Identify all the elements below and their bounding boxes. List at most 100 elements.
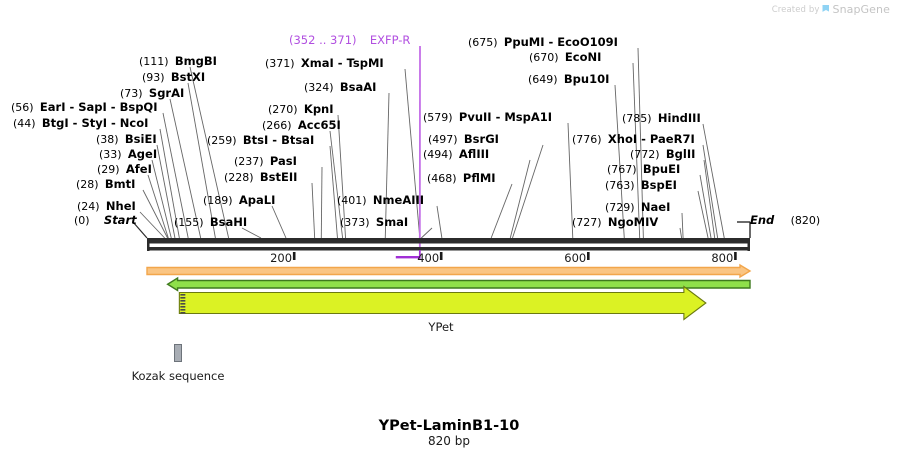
sequence-backbone — [147, 238, 750, 251]
terminal-start: (0) Start — [74, 214, 137, 228]
enzyme-name: PvuII - MspA1I — [458, 110, 553, 124]
enzyme-name: ApaLI — [238, 193, 276, 207]
enzyme-label-nmeaiii[interactable]: (401) NmeAIII — [337, 193, 425, 208]
enzyme-name: NheI — [105, 199, 136, 213]
enzyme-position: (28) — [76, 178, 99, 191]
snapgene-flag-icon — [822, 5, 830, 12]
enzyme-name: XhoI - PaeR7I — [607, 132, 695, 146]
feature-orange-track[interactable] — [146, 263, 752, 279]
enzyme-label-bsahi[interactable]: (155) BsaHI — [174, 216, 247, 230]
enzyme-label-acc65i[interactable]: (266) Acc65I — [262, 118, 341, 133]
terminal-end: End (820) — [750, 213, 821, 228]
enzyme-name: AfeI — [125, 162, 152, 176]
enzyme-label-econi[interactable]: (670) EcoNI — [529, 50, 602, 65]
construct-title: YPet-LaminB1-10 — [378, 418, 520, 434]
enzyme-label-btsi[interactable]: (259) BtsI - BtsaI — [207, 133, 315, 148]
enzyme-position: (373) — [340, 216, 370, 229]
enzyme-label-xmai[interactable]: (371) XmaI - TspMI — [265, 56, 384, 71]
enzyme-name: BspEI — [640, 178, 677, 192]
ruler-tick-label-400: 400 — [417, 251, 440, 265]
enzyme-name: KpnI — [303, 102, 334, 116]
enzyme-name: BpuEI — [642, 162, 681, 176]
terminal-end-label: End — [750, 213, 775, 227]
enzyme-label-bsrgi[interactable]: (497) BsrGI — [428, 133, 499, 147]
enzyme-label-nhei[interactable]: (24) NheI — [77, 199, 136, 214]
enzyme-label-agei[interactable]: (33) AgeI — [99, 148, 157, 162]
enzyme-label-pasi[interactable]: (237) PasI — [234, 154, 297, 169]
enzyme-name: BtgI - StyI - NcoI — [41, 116, 149, 130]
enzyme-position: (401) — [337, 194, 367, 207]
kozak-swatch-icon — [174, 344, 182, 362]
enzyme-position: (670) — [529, 51, 559, 64]
enzyme-name: Bpu10I — [563, 72, 610, 86]
primer-name-label: EXFP-R — [369, 33, 411, 47]
enzyme-label-afliii[interactable]: (494) AflIII — [423, 148, 489, 162]
enzyme-name: XmaI - TspMI — [300, 56, 384, 70]
terminal-end-position: (820) — [790, 214, 821, 227]
primer-label-exfp-r[interactable]: (352 .. 371) EXFP-R — [289, 34, 410, 47]
enzyme-label-pvuii[interactable]: (579) PvuII - MspA1I — [423, 110, 553, 125]
enzyme-label-bpu10i[interactable]: (649) Bpu10I — [528, 72, 610, 87]
enzyme-name: BstEII — [259, 170, 298, 184]
enzyme-position: (228) — [224, 171, 254, 184]
enzyme-position: (38) — [96, 133, 119, 146]
enzyme-label-bsteii[interactable]: (228) BstEII — [224, 170, 298, 185]
enzyme-label-naei[interactable]: (729) NaeI — [605, 200, 671, 215]
enzyme-name: SmaI — [375, 215, 409, 229]
terminal-start-position: (0) — [74, 214, 90, 227]
enzyme-position: (56) — [11, 101, 34, 114]
enzyme-position: (772) — [630, 148, 660, 161]
enzyme-label-bmti[interactable]: (28) BmtI — [76, 178, 135, 192]
enzyme-position: (155) — [174, 216, 204, 229]
enzyme-name: NmeAIII — [372, 193, 425, 207]
enzyme-position: (494) — [423, 148, 453, 161]
enzyme-position: (111) — [139, 55, 169, 68]
enzyme-position: (33) — [99, 148, 122, 161]
enzyme-position: (73) — [120, 87, 143, 100]
enzyme-label-ngomiv[interactable]: (727) NgoMIV — [572, 216, 658, 230]
enzyme-name: NaeI — [640, 200, 671, 214]
construct-length: 820 bp — [428, 434, 470, 448]
enzyme-name: BstXI — [170, 70, 206, 84]
enzyme-name: BtsI - BtsaI — [242, 133, 315, 147]
enzyme-label-ppumi[interactable]: (675) PpuMI - EcoO109I — [468, 35, 618, 50]
enzyme-label-hindiii[interactable]: (785) HindIII — [622, 112, 701, 126]
enzyme-name: SgrAI — [148, 86, 185, 100]
feature-tracks — [146, 263, 752, 321]
enzyme-label-afei[interactable]: (29) AfeI — [97, 162, 152, 177]
enzyme-name: Acc65I — [297, 118, 341, 132]
kozak-region-marker[interactable] — [180, 294, 186, 314]
enzyme-position: (189) — [203, 194, 233, 207]
feature-ypet-cds[interactable] — [178, 285, 707, 321]
enzyme-label-xhoi[interactable]: (776) XhoI - PaeR7I — [572, 132, 695, 147]
enzyme-label-bglii[interactable]: (772) BglII — [630, 147, 696, 162]
enzyme-label-bstxi[interactable]: (93) BstXI — [142, 70, 206, 85]
feature-green-track[interactable] — [166, 276, 751, 292]
enzyme-name: PasI — [269, 154, 297, 168]
enzyme-label-kpni[interactable]: (270) KpnI — [268, 102, 334, 117]
ruler-ticks — [292, 252, 737, 260]
enzyme-name: EcoNI — [564, 50, 602, 64]
enzyme-label-bpuei[interactable]: (767) BpuEI — [607, 162, 681, 177]
enzyme-name: PpuMI - EcoO109I — [503, 35, 618, 49]
enzyme-label-sgrai[interactable]: (73) SgrAI — [120, 86, 185, 101]
enzyme-label-bsaai[interactable]: (324) BsaAI — [304, 81, 376, 95]
enzyme-position: (776) — [572, 133, 602, 146]
enzyme-label-pflmi[interactable]: (468) PflMI — [427, 171, 496, 186]
enzyme-label-bsiei[interactable]: (38) BsiEI — [96, 133, 157, 147]
enzyme-label-eari[interactable]: (56) EarI - SapI - BspQI — [11, 100, 158, 115]
enzyme-label-apali[interactable]: (189) ApaLI — [203, 193, 276, 208]
primer-range-label: (352 .. 371) — [289, 33, 357, 47]
enzyme-position: (259) — [207, 134, 237, 147]
enzyme-label-bmgbi[interactable]: (111) BmgBI — [139, 54, 217, 69]
enzyme-label-btgi[interactable]: (44) BtgI - StyI - NcoI — [13, 116, 149, 131]
enzyme-name: BglII — [665, 147, 696, 161]
enzyme-name: PflMI — [462, 171, 496, 185]
enzyme-label-smai[interactable]: (373) SmaI — [340, 215, 409, 230]
enzyme-position: (649) — [528, 73, 558, 86]
enzyme-name: EarI - SapI - BspQI — [39, 100, 158, 114]
enzyme-name: BmgBI — [174, 54, 217, 68]
enzyme-label-bspei[interactable]: (763) BspEI — [605, 178, 677, 193]
